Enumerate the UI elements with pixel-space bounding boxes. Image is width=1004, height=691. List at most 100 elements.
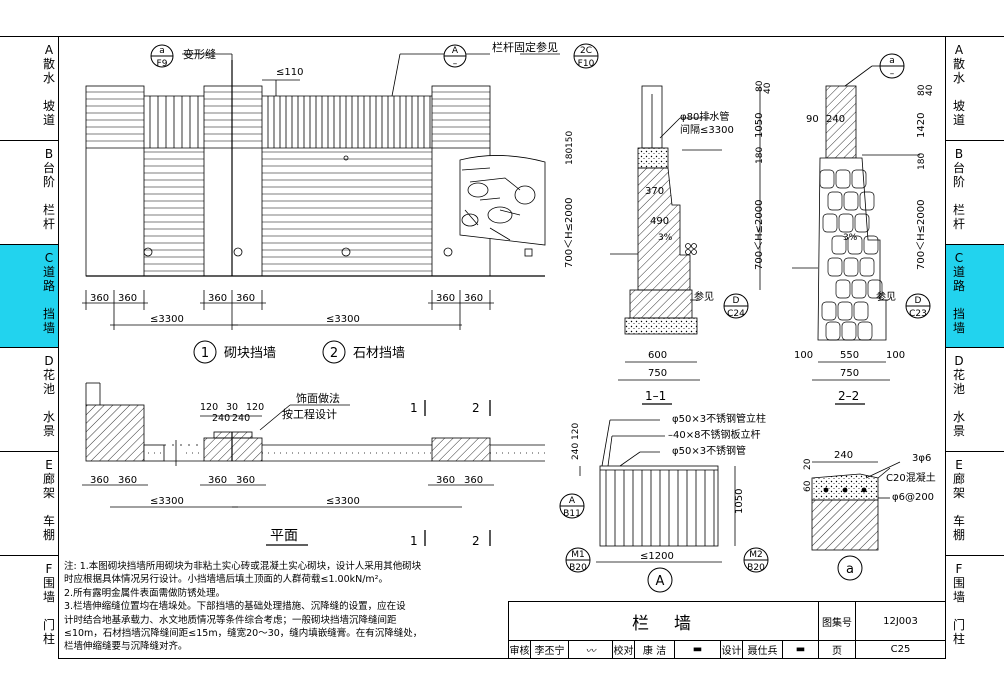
s2-dim-240: 240 [826, 114, 845, 125]
tab-char: A [44, 43, 54, 57]
s1-dim-600: 600 [648, 350, 667, 361]
atlas-number: 12J003 [856, 602, 946, 641]
s1-dim-1050: 1050 [754, 113, 765, 138]
tab-char: 池 [952, 382, 965, 397]
tab-char: 墙 [42, 320, 55, 335]
tab-char: 棚 [42, 528, 55, 543]
tab-char: E [955, 458, 963, 473]
plan-view [82, 382, 545, 546]
tab-char: 栏 [42, 202, 55, 217]
tab-char: 池 [42, 382, 55, 397]
dim-360-c: 360 [208, 293, 227, 304]
tab-char: 廊 [952, 472, 965, 487]
tab-char: 道 [42, 113, 55, 127]
s2-dim-90: 90 [806, 114, 819, 125]
tab-char: 墙 [42, 590, 55, 604]
detailA-dim-240: 240 [571, 443, 581, 460]
plan-cut-2-bottom: 2 [472, 534, 480, 548]
tab-char: 围 [952, 576, 965, 590]
s2-slope: 3% [843, 233, 858, 243]
ref-m1-top: M1 [571, 550, 585, 560]
plan-span-2: ≤3300 [326, 496, 360, 507]
tab-char: 廊 [42, 472, 55, 487]
tab-char: B [44, 146, 54, 161]
detail-a-title: a [846, 562, 854, 577]
tab-char: B [954, 146, 964, 161]
detailA-dim-1200: ≤1200 [640, 551, 674, 562]
detail-A-title: A [656, 574, 665, 589]
ref-m2-top: M2 [749, 550, 763, 560]
tab-char: 道 [952, 264, 965, 279]
s1-dim-150: 150 [565, 131, 575, 148]
rebar-spec: 3φ6 [912, 453, 931, 464]
tab-char: 栏 [952, 202, 965, 217]
general-notes: 注: 1.本图砌块挡墙所用砌块为非粘土实心砖或混凝土实心砌块，设计人采用其他砌块… [64, 560, 504, 654]
tab-char: 杆 [42, 216, 55, 231]
section-1-title: 1–1 [645, 389, 666, 403]
tab-char: D [44, 354, 54, 369]
s1-dim-40: 40 [763, 82, 773, 94]
plan-dim-360-b: 360 [118, 475, 137, 486]
plan-dim-240b: 240 [232, 413, 250, 424]
reviewer-name: 李丕宁 [531, 641, 569, 659]
tab-char: 挡 [42, 306, 55, 321]
plan-cut-2-top: 2 [472, 401, 480, 415]
s1-height-range-left: 700＜H≤2000 [564, 198, 575, 268]
ref-a-f9-bot: F9 [157, 59, 168, 69]
tab-char: C [44, 250, 54, 265]
tab-char: 坡 [952, 99, 965, 113]
s2-dim-180: 180 [917, 153, 927, 170]
tube-spec: φ50×3不锈钢管 [672, 444, 746, 457]
detail-a-view [811, 461, 901, 551]
tab-char: 门 [952, 618, 965, 632]
section-2-title: 2–2 [838, 389, 859, 403]
bar-spec: –40×8不锈钢板立杆 [668, 428, 760, 441]
tab-char: 台 [952, 160, 965, 175]
note-line: 时应根据具体情况另行设计。小挡墙墙后填土顶面的人群荷载≤1.00kN/m²。 [64, 574, 388, 586]
tab-char: D [954, 354, 964, 369]
railing-fix-label: 栏杆固定参见 [492, 40, 558, 54]
section-1-view [610, 85, 761, 381]
ref-a2-bot: – [890, 69, 895, 79]
plan-title: 平面 [270, 528, 298, 544]
note-line: 3.栏墙伸缩缝位置均在墙垛处。下部挡墙的基础处理措施、沉降缝的设置，应在设 [64, 601, 406, 613]
ref-a-f9-top: a [159, 46, 165, 56]
tab-char: E [45, 458, 53, 473]
review-label: 审核 [509, 641, 531, 659]
tab-char: 花 [952, 368, 965, 383]
plan-cut-1-top: 1 [410, 401, 418, 415]
s1-dim-490: 490 [650, 216, 669, 227]
wall-1-label: 砌块挡墙 [224, 346, 276, 361]
span-dim-2: ≤3300 [326, 314, 360, 325]
detail-a-dim-60: 60 [803, 480, 813, 492]
ref-a-b11-bot: B11 [563, 509, 581, 519]
ref-d-c24-top: D [733, 296, 740, 306]
ref-2c-top: 2C [580, 46, 592, 56]
tab-char: 墙 [952, 590, 965, 604]
detail-a-dim-240: 240 [834, 450, 853, 461]
s1-height-range: 700＜H≤2000 [754, 200, 765, 270]
tab-char: 水 [952, 410, 965, 425]
tab-char: 散 [952, 57, 965, 71]
tab-char: 道 [952, 113, 965, 127]
tab-char: C [954, 250, 964, 265]
plan-dim-240a: 240 [212, 413, 230, 424]
tab-char: F [45, 562, 53, 576]
tab-char: 围 [42, 576, 55, 590]
s2-dim-80: 80 [917, 84, 927, 96]
plan-cut-1-bottom: 1 [410, 534, 418, 548]
tab-char: 台 [42, 160, 55, 175]
ref-m2-bot: B20 [747, 563, 765, 573]
